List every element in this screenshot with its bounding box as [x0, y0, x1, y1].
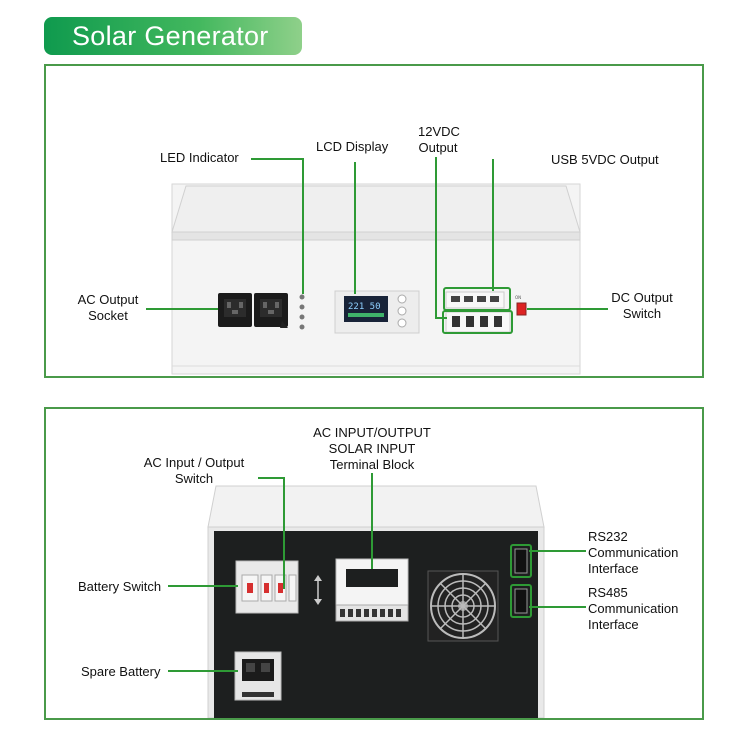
usb-output-label: USB 5VDC Output	[551, 152, 659, 167]
spare-battery-port	[234, 651, 282, 701]
ac-switch-line2: Switch	[174, 471, 214, 486]
dc-12v-ports	[445, 311, 511, 333]
rs232-line1: RS232	[588, 529, 628, 544]
front-unit-illustration: 221 50 ON	[146, 157, 608, 375]
back-view-panel: AC INPUT/OUTPUT SOLAR INPUT Terminal Blo…	[44, 407, 704, 720]
rs232-line3: Interface	[588, 561, 639, 576]
rs232-port	[514, 548, 528, 574]
dc-switch-line1: DC Output	[611, 290, 673, 305]
lcd-display-module: 221 50	[334, 290, 420, 334]
usb-ports	[445, 291, 505, 309]
terminal-line1: AC INPUT/OUTPUT	[313, 425, 431, 440]
rs232-label: RS232 Communication Interface	[588, 529, 678, 577]
lcd-display-label: LCD Display	[316, 139, 389, 154]
back-unit-illustration	[168, 473, 586, 718]
battery-switch-label: Battery Switch	[78, 579, 162, 594]
front-lid	[171, 185, 581, 233]
terminal-block-label: AC INPUT/OUTPUT SOLAR INPUT Terminal Blo…	[292, 425, 452, 473]
battery-breaker-switch	[235, 560, 322, 614]
dc-switch-line2: Switch	[622, 306, 662, 321]
led-indicators	[299, 294, 305, 330]
front-view-panel: 221 50 ON	[44, 64, 704, 378]
ac-socket-line1: AC Output	[77, 292, 139, 307]
spare-battery-label: Spare Battery	[81, 664, 161, 679]
cooling-fan	[427, 570, 499, 642]
ac-output-socket-label: AC Output Socket	[68, 292, 148, 324]
ac-switch-line1: AC Input / Output	[143, 455, 245, 470]
dc12v-line2: Output	[418, 140, 458, 155]
rs485-label: RS485 Communication Interface	[588, 585, 678, 633]
rs485-line2: Communication	[588, 601, 679, 616]
terminal-line3: Terminal Block	[329, 457, 415, 472]
dc-output-switch-label: DC Output Switch	[602, 290, 682, 322]
dc12v-line1: 12VDC	[418, 124, 460, 139]
lcd-readout: 221 50	[348, 302, 381, 312]
led-indicator-label: LED Indicator	[160, 150, 239, 165]
rs232-line2: Communication	[588, 545, 679, 560]
dc12v-output-label: 12VDC Output	[418, 124, 460, 156]
back-lid	[207, 485, 545, 528]
page-title: Solar Generator	[44, 17, 302, 55]
dc-output-switch: ON	[515, 295, 527, 316]
ac-socket-line2: Socket	[88, 308, 128, 323]
rs485-port	[514, 588, 528, 614]
rs485-line1: RS485	[588, 585, 628, 600]
terminal-line2: SOLAR INPUT	[328, 441, 416, 456]
rs485-line3: Interface	[588, 617, 639, 632]
ac-input-output-switch-label: AC Input / Output Switch	[128, 455, 260, 487]
svg-text:ON: ON	[515, 295, 521, 300]
ac-output-sockets	[218, 293, 288, 328]
